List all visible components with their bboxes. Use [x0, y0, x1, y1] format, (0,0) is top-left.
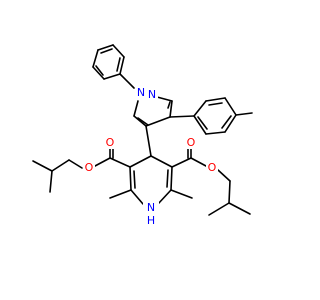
atom-labels: N N O O O O N H: [83, 84, 218, 227]
atom-o4: O: [208, 161, 217, 174]
atom-nh: N: [147, 201, 155, 214]
atom-o1: O: [106, 136, 115, 149]
atom-h: H: [147, 214, 155, 227]
atom-n2: N: [148, 88, 156, 101]
molecule-structure: N N O O O O N H: [32, 44, 253, 227]
atom-o2: O: [85, 161, 94, 174]
atom-o3: O: [187, 136, 196, 149]
atom-n1: N: [137, 86, 145, 99]
bond-lines: [32, 44, 253, 216]
